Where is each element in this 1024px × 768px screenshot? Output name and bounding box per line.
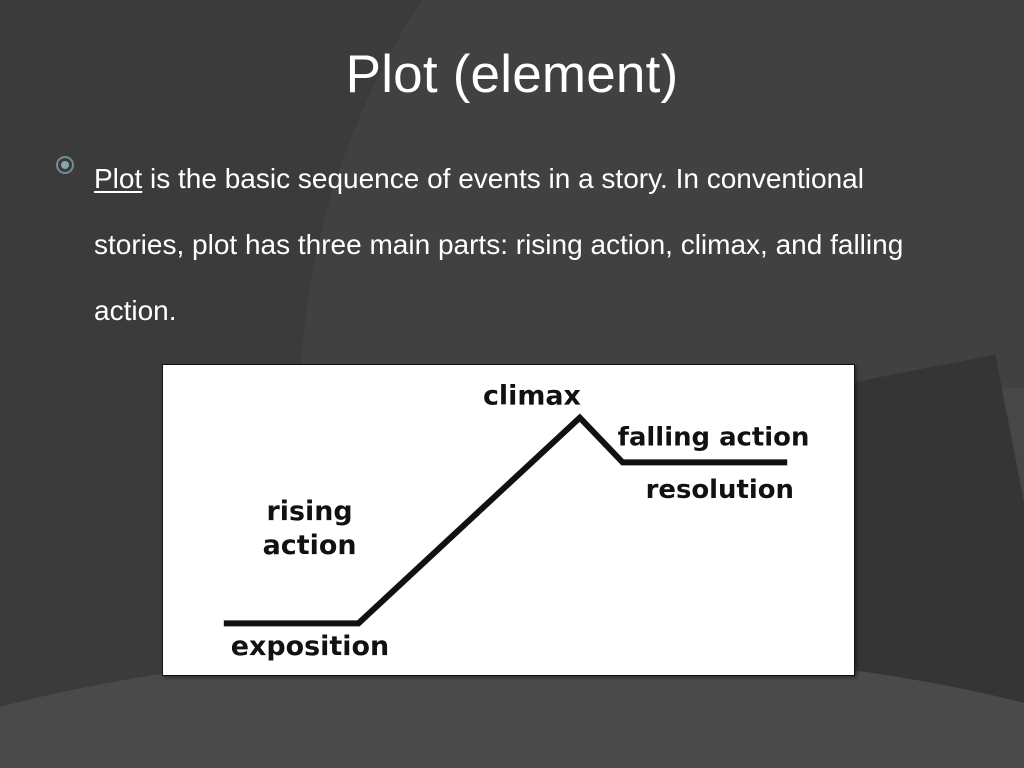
label-exposition: exposition [231,631,389,662]
plot-arc-line [223,413,788,627]
plot-diagram-svg: exposition rising action climax falling … [223,381,810,662]
label-climax: climax [483,381,581,412]
label-falling-action: falling action [618,423,810,453]
label-rising-action-line1: rising [266,496,352,527]
bullet-body-text: is the basic sequence of events in a sto… [94,163,904,326]
page-title: Plot (element) [345,45,679,104]
label-rising-action-line2: action [263,530,357,561]
plot-diagram-image: exposition rising action climax falling … [162,364,855,676]
label-resolution: resolution [646,475,794,505]
list-item: Plot is the basic sequence of events in … [94,146,946,344]
target-bullet-icon [56,156,74,174]
bullet-list: Plot is the basic sequence of events in … [56,146,946,344]
bullet-keyword: Plot [94,163,143,194]
